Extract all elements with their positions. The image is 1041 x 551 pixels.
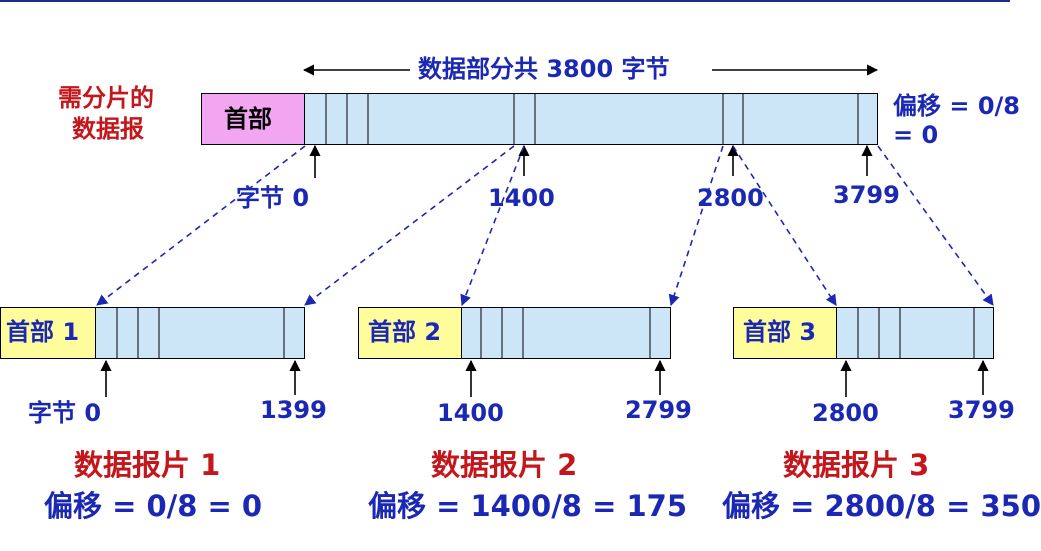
fragment3-header-label: 首部 3	[743, 318, 817, 346]
side-label-line1: 需分片的	[58, 84, 154, 112]
fragment2-offset: 偏移 = 1400/8 = 175	[368, 489, 688, 523]
map-arrow-frag1-right	[304, 145, 515, 306]
map-arrow-frag2-left	[460, 145, 525, 307]
fragment1-offset: 偏移 = 0/8 = 0	[44, 489, 263, 523]
map-arrow-frag3-left	[732, 145, 837, 306]
original-header-label: 首部	[224, 105, 272, 133]
fragment1-title: 数据报片 1	[74, 448, 221, 482]
marker-1400: 1400	[488, 184, 555, 212]
fragment3-start-label: 2800	[812, 399, 879, 427]
offset-label-line2: = 0	[893, 121, 939, 149]
original-data-area	[304, 93, 878, 145]
fragment2-data	[461, 307, 671, 359]
map-arrow-frag2-right	[668, 145, 724, 307]
fragment1-data	[95, 307, 305, 359]
fragment2-header-label: 首部 2	[368, 318, 442, 346]
marker-3799: 3799	[833, 181, 900, 209]
fragment2-start-label: 1400	[437, 399, 504, 427]
fragment1-header-label: 首部 1	[6, 318, 80, 346]
span-label: 数据部分共 3800 字节	[418, 55, 670, 83]
fragment1-end-label: 1399	[260, 396, 327, 424]
fragment3-title: 数据报片 3	[783, 448, 930, 482]
map-arrow-frag3-right	[877, 145, 994, 306]
fragment2-title: 数据报片 2	[431, 448, 578, 482]
fragment3-offset: 偏移 = 2800/8 = 350	[722, 489, 1041, 523]
fragment3-header	[733, 307, 837, 359]
fragment3-data	[836, 307, 994, 359]
side-label-line2: 数据报	[72, 115, 144, 143]
fragment1-header	[0, 307, 96, 359]
offset-label-line1: 偏移 = 0/8	[893, 92, 1020, 120]
original-dividers	[325, 93, 859, 145]
fragment1-start-label: 字节 0	[28, 399, 102, 427]
original-header	[201, 93, 305, 145]
map-arrow-frag1-left	[96, 145, 306, 306]
fragment2-end-label: 2799	[625, 396, 692, 424]
fragment3-end-label: 3799	[948, 396, 1015, 424]
fragment-dividers	[116, 307, 975, 359]
fragment2-header	[358, 307, 462, 359]
top-rule	[0, 0, 1010, 2]
